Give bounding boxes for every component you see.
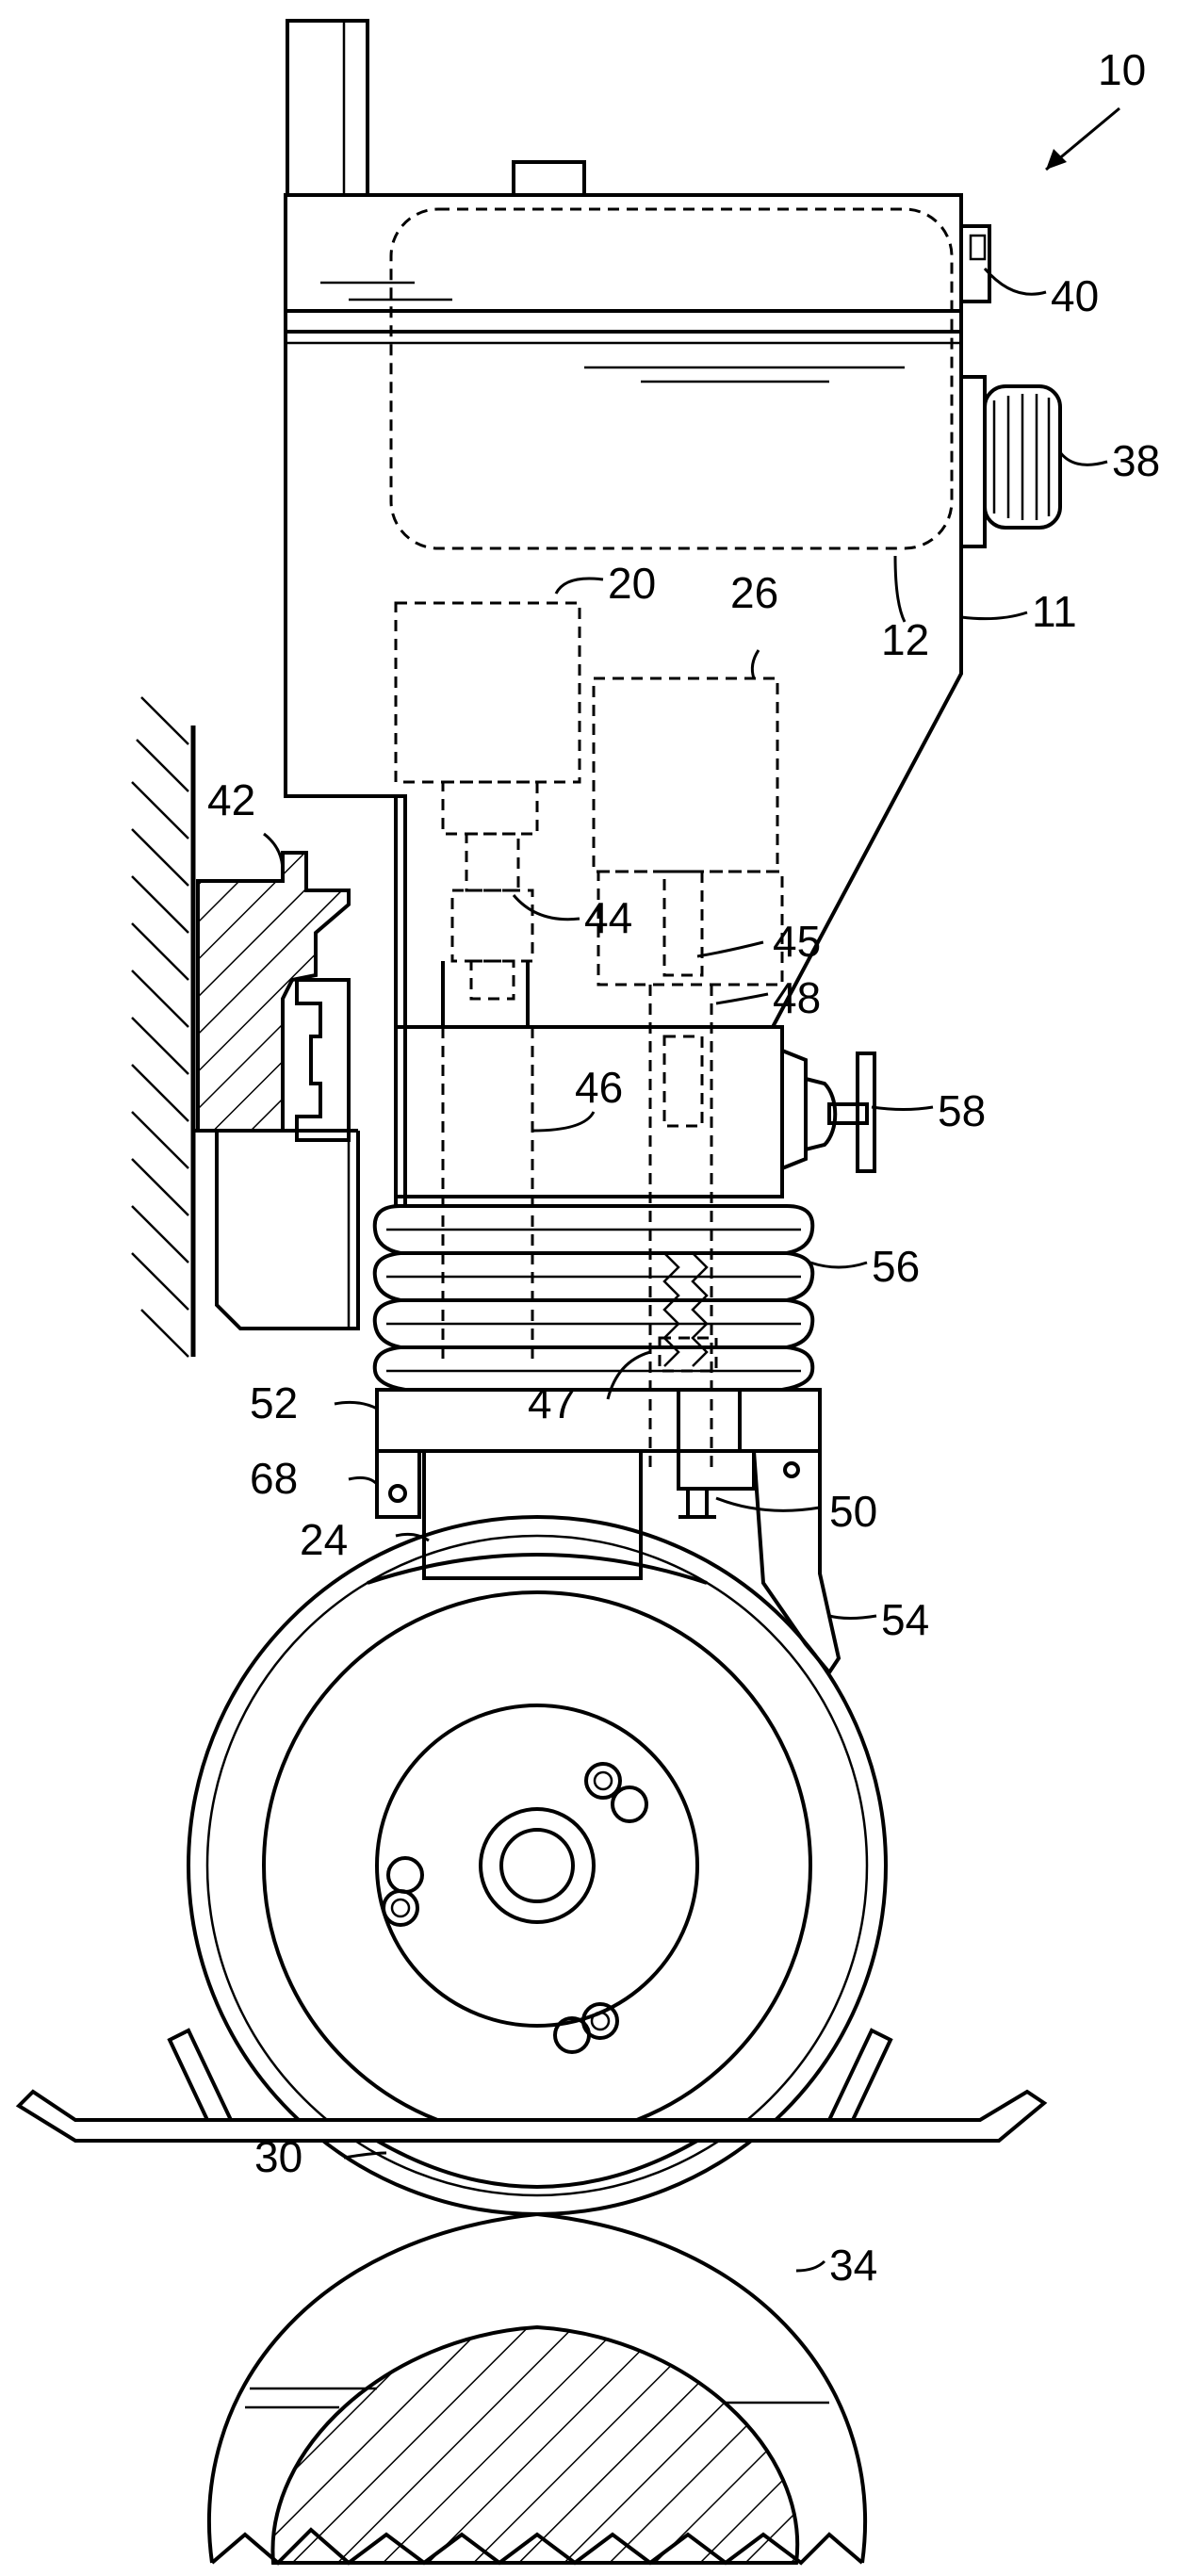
- label-52: 52: [250, 1378, 298, 1427]
- label-38: 38: [1112, 436, 1160, 485]
- leader-lines: [264, 108, 1119, 2271]
- top-handle: [287, 21, 584, 195]
- label-56: 56: [872, 1242, 920, 1291]
- bellows: [375, 1206, 813, 1390]
- component-20-outline: [396, 603, 580, 782]
- skid-plate: [19, 2030, 1044, 2141]
- workpiece-34: [209, 2214, 865, 2563]
- label-50: 50: [829, 1487, 877, 1536]
- label-58: 58: [938, 1086, 986, 1135]
- label-44: 44: [584, 893, 632, 942]
- collar-block: [396, 1027, 782, 1197]
- label-47: 47: [528, 1378, 576, 1427]
- spindle-assembly: [396, 796, 874, 1470]
- side-controls: [961, 226, 1060, 546]
- battery-outline: [391, 209, 952, 548]
- label-42: 42: [207, 775, 255, 824]
- label-20: 20: [608, 559, 656, 608]
- component-26-outline: [594, 678, 777, 872]
- grinding-wheel: [188, 1517, 886, 2214]
- label-46: 46: [575, 1063, 623, 1112]
- label-40: 40: [1051, 271, 1099, 320]
- label-10: 10: [1098, 45, 1146, 94]
- bolt-top: [586, 1764, 646, 1821]
- label-34: 34: [829, 2241, 877, 2290]
- label-11: 11: [1032, 587, 1077, 636]
- label-48: 48: [773, 973, 821, 1022]
- bracket-68: [377, 1451, 419, 1517]
- label-12: 12: [881, 615, 929, 664]
- label-30: 30: [254, 2132, 302, 2181]
- bolt-left: [384, 1858, 422, 1925]
- label-24: 24: [300, 1515, 348, 1564]
- contact-wheel-30: [377, 2141, 697, 2187]
- label-68: 68: [250, 1454, 298, 1503]
- lever-54: [740, 1390, 839, 1672]
- label-26: 26: [730, 568, 778, 617]
- label-45: 45: [773, 917, 821, 966]
- label-54: 54: [881, 1595, 929, 1644]
